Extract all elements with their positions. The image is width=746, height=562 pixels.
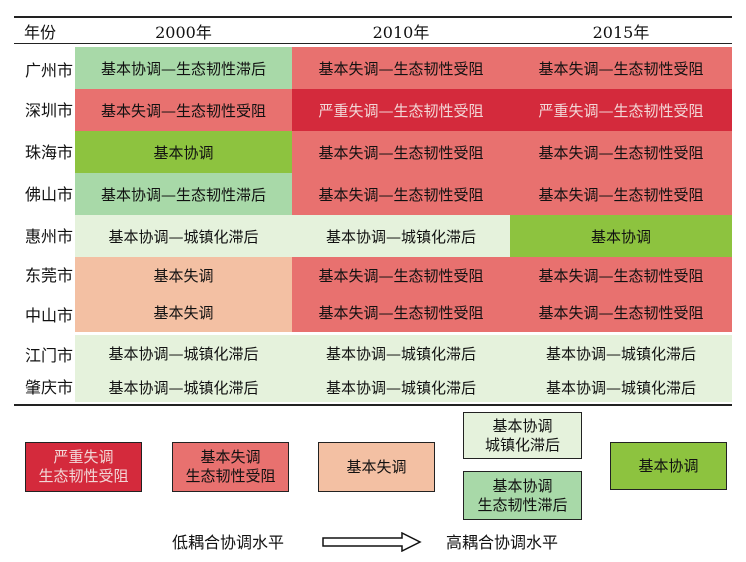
high-coupling-label: 高耦合协调水平 bbox=[446, 533, 559, 552]
legend-basic-coord-urban-lag: 基本协调 城镇化滞后 bbox=[463, 412, 582, 459]
legend-basic-imbalance: 基本失调 bbox=[318, 442, 435, 492]
cell-zhongshan-2000: 基本失调 bbox=[75, 293, 292, 332]
low-coupling-label: 低耦合协调水平 bbox=[172, 533, 285, 552]
header-2010: 2010年 bbox=[372, 22, 430, 42]
city-foshan: 佛山市 bbox=[24, 185, 73, 204]
cell-zhuhai-2000: 基本协调 bbox=[75, 131, 292, 173]
city-zhuhai: 珠海市 bbox=[24, 143, 73, 162]
legend-coord-label: 基本协调 bbox=[638, 456, 699, 475]
cell-dongguan-2015: 基本失调—生态韧性受阻 bbox=[510, 257, 732, 293]
legend-basic-dis-eco-line1: 基本失调 bbox=[200, 448, 261, 466]
city-zhaoqing: 肇庆市 bbox=[24, 378, 73, 397]
legend-coord-eco-line2: 生态韧性滞后 bbox=[477, 495, 568, 514]
cell-zhongshan-2015: 基本失调—生态韧性受阻 bbox=[510, 293, 732, 332]
cell-guangzhou-2010: 基本失调—生态韧性受阻 bbox=[292, 47, 510, 89]
city-shenzhen: 深圳市 bbox=[24, 101, 73, 120]
cell-foshan-2015: 基本失调—生态韧性受阻 bbox=[510, 173, 732, 215]
city-zhongshan: 中山市 bbox=[24, 306, 73, 325]
cell-dongguan-2010: 基本失调—生态韧性受阻 bbox=[292, 257, 510, 293]
header-2000: 2000年 bbox=[155, 22, 212, 42]
legend-severe-line1: 严重失调 bbox=[53, 448, 114, 466]
cell-huizhou-2010: 基本协调—城镇化滞后 bbox=[292, 215, 510, 257]
cell-guangzhou-2000: 基本协调—生态韧性滞后 bbox=[75, 47, 292, 89]
table-bottom-rule bbox=[14, 404, 732, 406]
cell-zhuhai-2010: 基本失调—生态韧性受阻 bbox=[292, 131, 510, 173]
cell-shenzhen-2010: 严重失调—生态韧性受阻 bbox=[292, 89, 510, 131]
legend-coord-eco-line1: 基本协调 bbox=[492, 476, 553, 495]
legend-basic-coord-eco-lag: 基本协调 生态韧性滞后 bbox=[463, 471, 582, 520]
city-guangzhou: 广州市 bbox=[24, 61, 73, 80]
cell-zhaoqing-2015: 基本协调—城镇化滞后 bbox=[510, 372, 732, 402]
cell-zhaoqing-2010: 基本协调—城镇化滞后 bbox=[292, 372, 510, 402]
cell-shenzhen-2000: 基本失调—生态韧性受阻 bbox=[75, 89, 292, 131]
cell-guangzhou-2015: 基本失调—生态韧性受阻 bbox=[510, 47, 732, 89]
header-2015: 2015年 bbox=[592, 22, 650, 42]
city-jiangmen: 江门市 bbox=[24, 346, 73, 365]
header-rule bbox=[14, 43, 732, 44]
legend-basic-dis-label: 基本失调 bbox=[346, 457, 407, 476]
legend-severe-imbalance-eco-blocked: 严重失调 生态韧性受阻 bbox=[25, 442, 142, 492]
cell-jiangmen-2015: 基本协调—城镇化滞后 bbox=[510, 335, 732, 372]
cell-zhongshan-2010: 基本失调—生态韧性受阻 bbox=[292, 293, 510, 332]
cell-foshan-2010: 基本失调—生态韧性受阻 bbox=[292, 173, 510, 215]
year-column-header: 年份 bbox=[24, 22, 57, 42]
city-huizhou: 惠州市 bbox=[24, 227, 73, 246]
cell-shenzhen-2015: 严重失调—生态韧性受阻 bbox=[510, 89, 732, 131]
cell-zhaoqing-2000: 基本协调—城镇化滞后 bbox=[75, 372, 292, 402]
cell-foshan-2000: 基本协调—生态韧性滞后 bbox=[75, 173, 292, 215]
right-arrow-icon bbox=[322, 532, 422, 552]
legend-basic-imbalance-eco-blocked: 基本失调 生态韧性受阻 bbox=[172, 442, 289, 492]
legend-basic-coordination: 基本协调 bbox=[610, 442, 727, 490]
cell-dongguan-2000: 基本失调 bbox=[75, 257, 292, 293]
city-dongguan: 东莞市 bbox=[24, 266, 73, 285]
legend-coord-urban-line2: 城镇化滞后 bbox=[484, 435, 560, 454]
cell-huizhou-2000: 基本协调—城镇化滞后 bbox=[75, 215, 292, 257]
cell-jiangmen-2010: 基本协调—城镇化滞后 bbox=[292, 335, 510, 372]
table-top-rule bbox=[14, 16, 732, 18]
cell-zhuhai-2015: 基本失调—生态韧性受阻 bbox=[510, 131, 732, 173]
legend-severe-line2: 生态韧性受阻 bbox=[38, 467, 129, 485]
legend-coord-urban-line1: 基本协调 bbox=[492, 416, 553, 435]
cell-huizhou-2015: 基本协调 bbox=[510, 215, 732, 257]
cell-jiangmen-2000: 基本协调—城镇化滞后 bbox=[75, 335, 292, 372]
legend-basic-dis-eco-line2: 生态韧性受阻 bbox=[185, 467, 276, 485]
